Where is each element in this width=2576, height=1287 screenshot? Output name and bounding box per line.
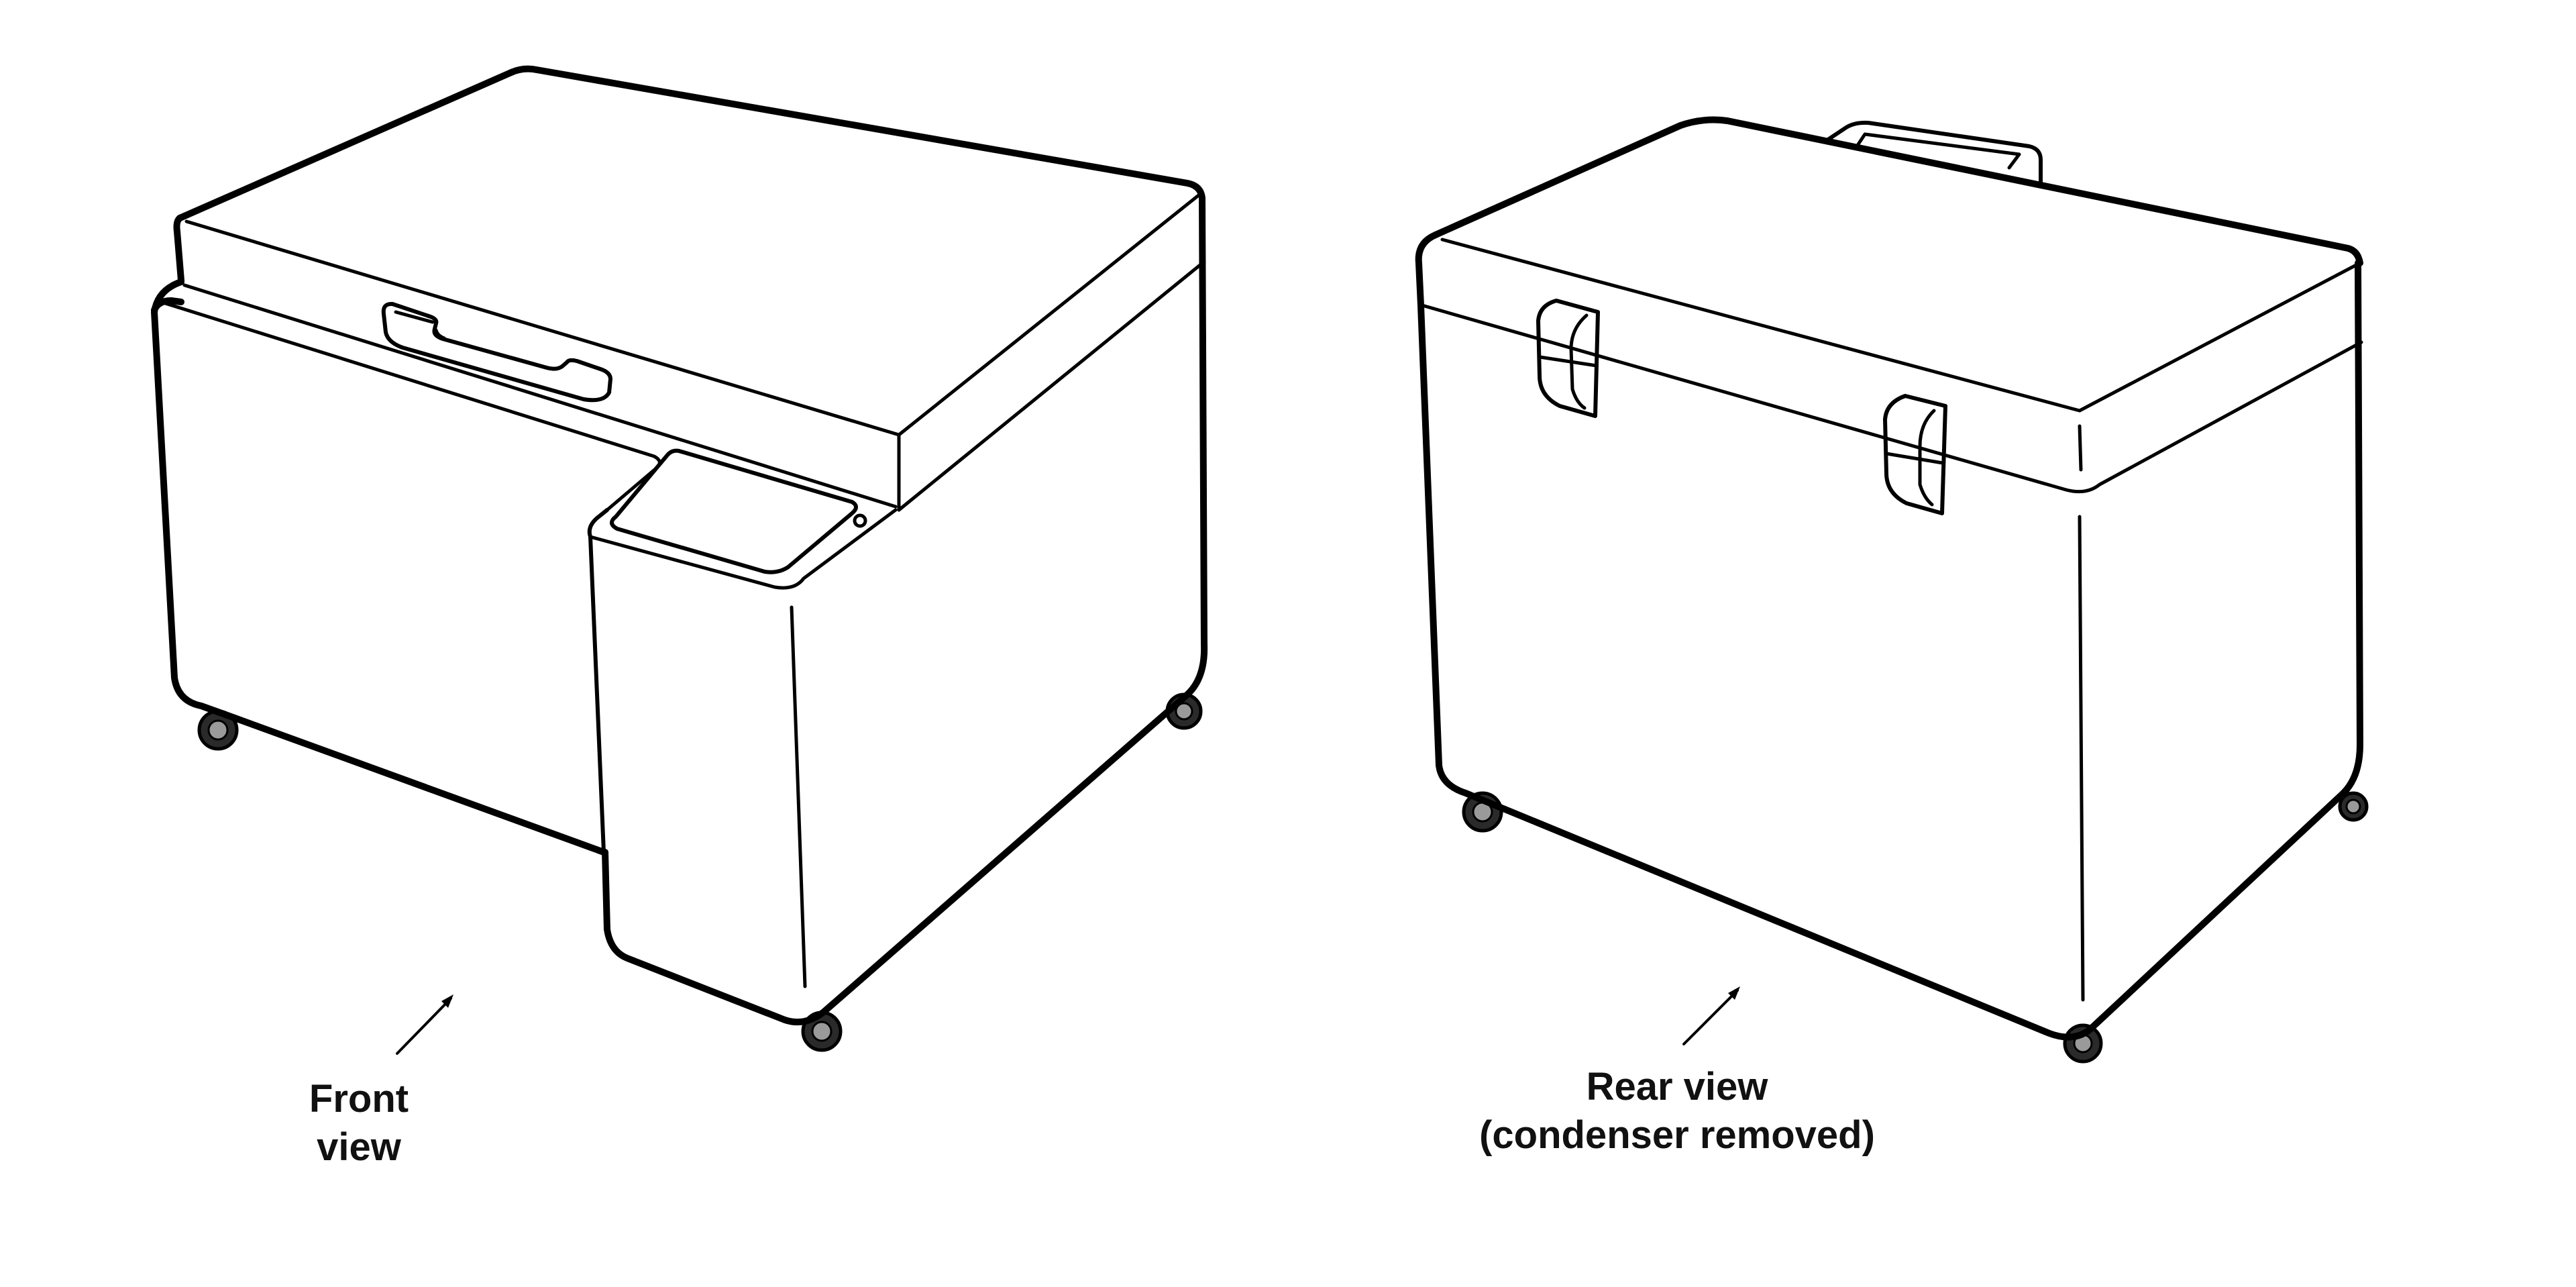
front-body-left-face	[151, 278, 607, 856]
front-pointer-arrow	[396, 994, 453, 1055]
front-view-caption: Front view	[265, 1075, 453, 1172]
front-view-caption-line1: Front	[309, 1077, 409, 1121]
rear-view-caption-line1: Rear view	[1586, 1065, 1768, 1109]
front-lid-top	[176, 65, 1205, 221]
rear-lid-bottom-edge	[1420, 303, 2363, 494]
front-lid-left-edge	[173, 215, 184, 284]
rear-lid-left-edge	[1415, 231, 1439, 309]
front-lid-top-front-edge	[184, 193, 1201, 437]
front-control-step-top	[588, 508, 898, 590]
front-lid-handle	[381, 301, 612, 403]
front-wheel-left	[197, 709, 239, 751]
front-view-caption-line2: view	[317, 1125, 401, 1169]
front-control-step	[587, 508, 609, 854]
rear-hinge-left	[1536, 299, 1600, 418]
rear-body-left-face	[1417, 260, 2363, 1041]
rear-control-module	[1826, 120, 2043, 185]
rear-lid-corner	[2078, 424, 2083, 472]
rear-control-module-screen	[1856, 132, 2021, 170]
front-body-left-upper-edge	[159, 300, 661, 512]
rear-view-caption-line2: (condenser removed)	[1479, 1113, 1875, 1157]
front-view-unit	[151, 65, 1208, 1052]
front-body-right-face	[602, 195, 1208, 1026]
front-lid-right-bottom-edge	[897, 260, 1206, 512]
front-lid-bottom-edge	[182, 283, 898, 509]
rear-hinge-right	[1883, 394, 1947, 515]
front-status-led	[853, 513, 867, 528]
rear-view-caption: Rear view (condenser removed)	[1402, 1063, 1952, 1160]
rear-lid-top	[1432, 116, 2363, 266]
front-control-panel	[610, 448, 858, 574]
rear-lid-front-top-edge	[1440, 238, 2362, 413]
rear-body-corner	[2078, 515, 2085, 1002]
rear-wheel-right	[2338, 791, 2369, 822]
rear-pointer-arrow	[1682, 986, 1740, 1045]
front-lid-handle-inner	[394, 310, 446, 340]
rear-view-unit	[1415, 116, 2369, 1064]
front-control-step-edge	[790, 605, 807, 988]
